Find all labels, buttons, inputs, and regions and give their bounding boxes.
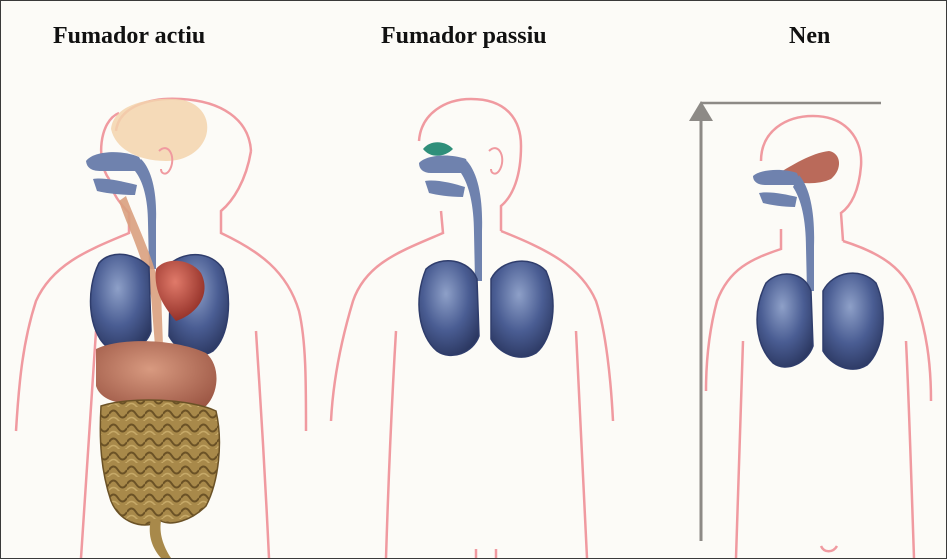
intestines: [100, 400, 219, 525]
trachea: [461, 161, 482, 281]
panel-passive-smoker: [331, 99, 613, 558]
trachea: [793, 175, 814, 291]
airway-nasal: [753, 170, 801, 185]
right-lung: [491, 261, 553, 357]
rectum: [150, 519, 171, 558]
panel-active-smoker: [16, 99, 306, 558]
body-outline: [331, 211, 613, 558]
ear-shape: [489, 148, 502, 174]
nasal-passage-green: [423, 142, 453, 156]
airway-mouth: [759, 192, 797, 207]
left-lung: [91, 254, 151, 352]
panel-child: [689, 101, 931, 558]
right-lung: [823, 273, 883, 369]
airway-mouth: [425, 180, 465, 197]
left-lung: [757, 274, 813, 367]
airway-mouth: [93, 178, 137, 195]
left-lung: [419, 261, 479, 356]
brain-shape: [111, 99, 207, 161]
body-outline: [706, 229, 931, 558]
